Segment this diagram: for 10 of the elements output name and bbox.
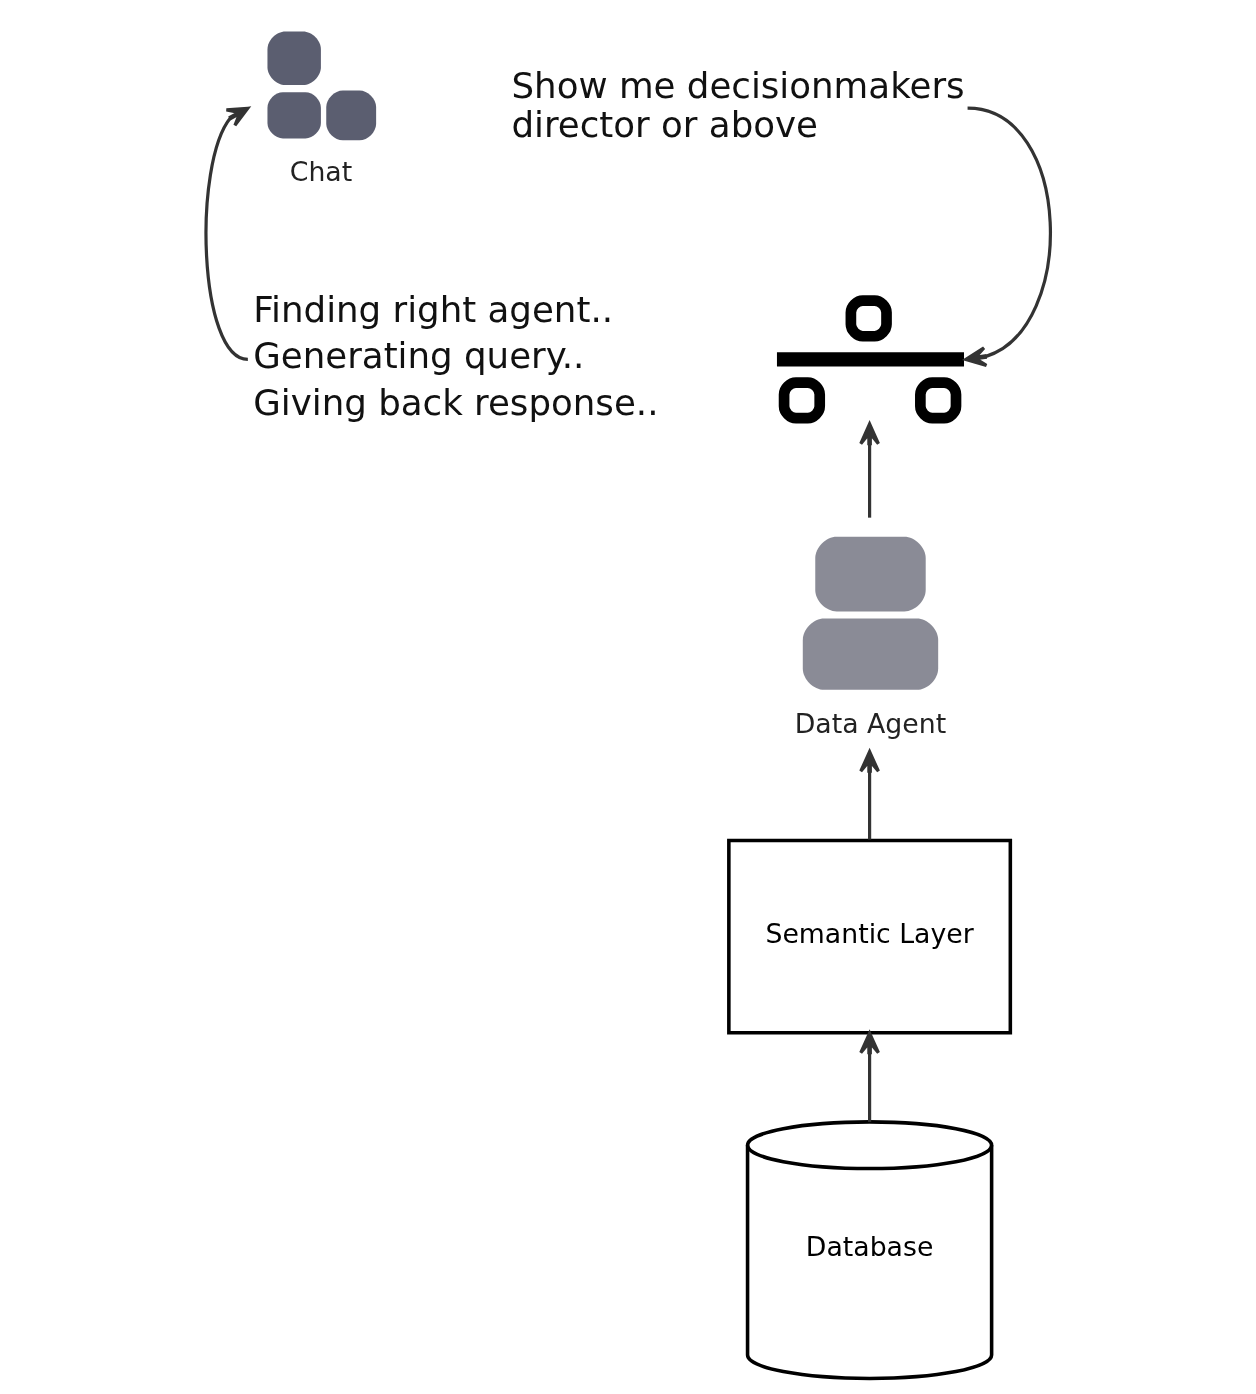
arrow [964, 106, 1052, 367]
arrow [859, 422, 880, 518]
node-text: Finding right agent.. Generating query.. Giving back response.. [253, 289, 659, 423]
arrow [859, 750, 880, 840]
node-box: Semantic Layer [727, 838, 1013, 1035]
arrow [859, 1031, 880, 1122]
arrow [204, 106, 250, 361]
node-text: Show me decisionmakers director or above [511, 64, 965, 145]
node-label: Chat [289, 156, 353, 188]
node-label: Data Agent [794, 707, 947, 739]
